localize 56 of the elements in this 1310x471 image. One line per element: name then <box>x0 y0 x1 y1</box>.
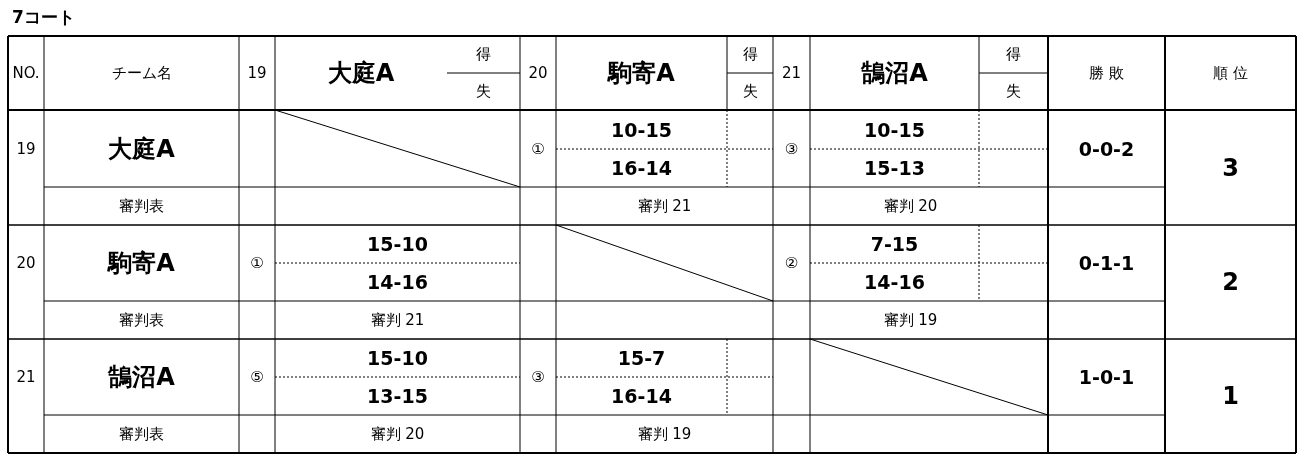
team-name: 大庭A <box>108 133 175 165</box>
set-score: 15-10 <box>367 347 428 369</box>
column-header: 順 位 <box>1213 63 1248 83</box>
rank-number: 1 <box>1222 382 1239 410</box>
referee-assignment: 審判 20 <box>370 424 425 444</box>
team-name: 駒寄A <box>608 58 675 89</box>
team-name: 大庭A <box>327 58 395 89</box>
set-score: 10-15 <box>864 118 925 141</box>
team-number: 19 <box>247 64 267 82</box>
set-score: 14-16 <box>367 271 428 293</box>
referee-heading: 審判表 <box>119 424 164 444</box>
rank-number: 2 <box>1222 268 1239 296</box>
rank-number: 3 <box>1222 153 1239 182</box>
set-score: 13-15 <box>367 385 428 407</box>
team-number: 21 <box>781 64 802 82</box>
referee-heading: 審判表 <box>119 196 164 216</box>
match-number: ① <box>250 254 264 272</box>
team-name: 鵠沼A <box>108 362 175 393</box>
referee-assignment: 審判 19 <box>637 424 692 444</box>
match-number: ③ <box>531 368 545 386</box>
column-header: チーム名 <box>111 63 172 83</box>
team-name: 駒寄A <box>108 248 175 279</box>
referee-assignment: 審判 20 <box>883 196 938 216</box>
team-number: 21 <box>16 368 36 386</box>
team-number: 20 <box>16 254 36 272</box>
team-name: 鵠沼A <box>861 58 928 89</box>
set-score: 16-14 <box>611 157 672 179</box>
set-score: 14-16 <box>864 271 925 293</box>
column-header: 失 <box>476 82 491 101</box>
set-score: 15-10 <box>367 233 428 255</box>
column-header: NO. <box>12 64 40 82</box>
set-score: 15-7 <box>617 347 666 369</box>
win-loss-record: 0-1-1 <box>1078 252 1135 274</box>
column-header: 得 <box>742 45 758 64</box>
match-number: ② <box>784 254 799 272</box>
set-score: 15-13 <box>864 157 925 179</box>
set-score: 7-15 <box>870 233 919 255</box>
column-header: 得 <box>476 45 491 64</box>
column-header: 失 <box>1006 82 1021 101</box>
column-header: 得 <box>1006 45 1021 64</box>
referee-assignment: 審判 21 <box>370 310 425 330</box>
set-score: 10-15 <box>611 118 672 141</box>
referee-assignment: 審判 19 <box>883 310 938 330</box>
referee-heading: 審判表 <box>119 310 164 330</box>
referee-assignment: 審判 21 <box>637 196 692 216</box>
team-number: 20 <box>528 64 548 82</box>
match-number: ① <box>531 139 545 158</box>
win-loss-record: 1-0-1 <box>1078 366 1135 388</box>
set-score: 16-14 <box>611 385 672 407</box>
title-text: 7コート <box>12 6 75 29</box>
match-number: ⑤ <box>250 368 264 386</box>
win-loss-record: 0-0-2 <box>1078 137 1135 160</box>
team-number: 19 <box>16 139 36 158</box>
match-number: ③ <box>784 139 799 158</box>
column-header: 失 <box>742 82 758 101</box>
column-header: 勝 敗 <box>1089 63 1124 83</box>
